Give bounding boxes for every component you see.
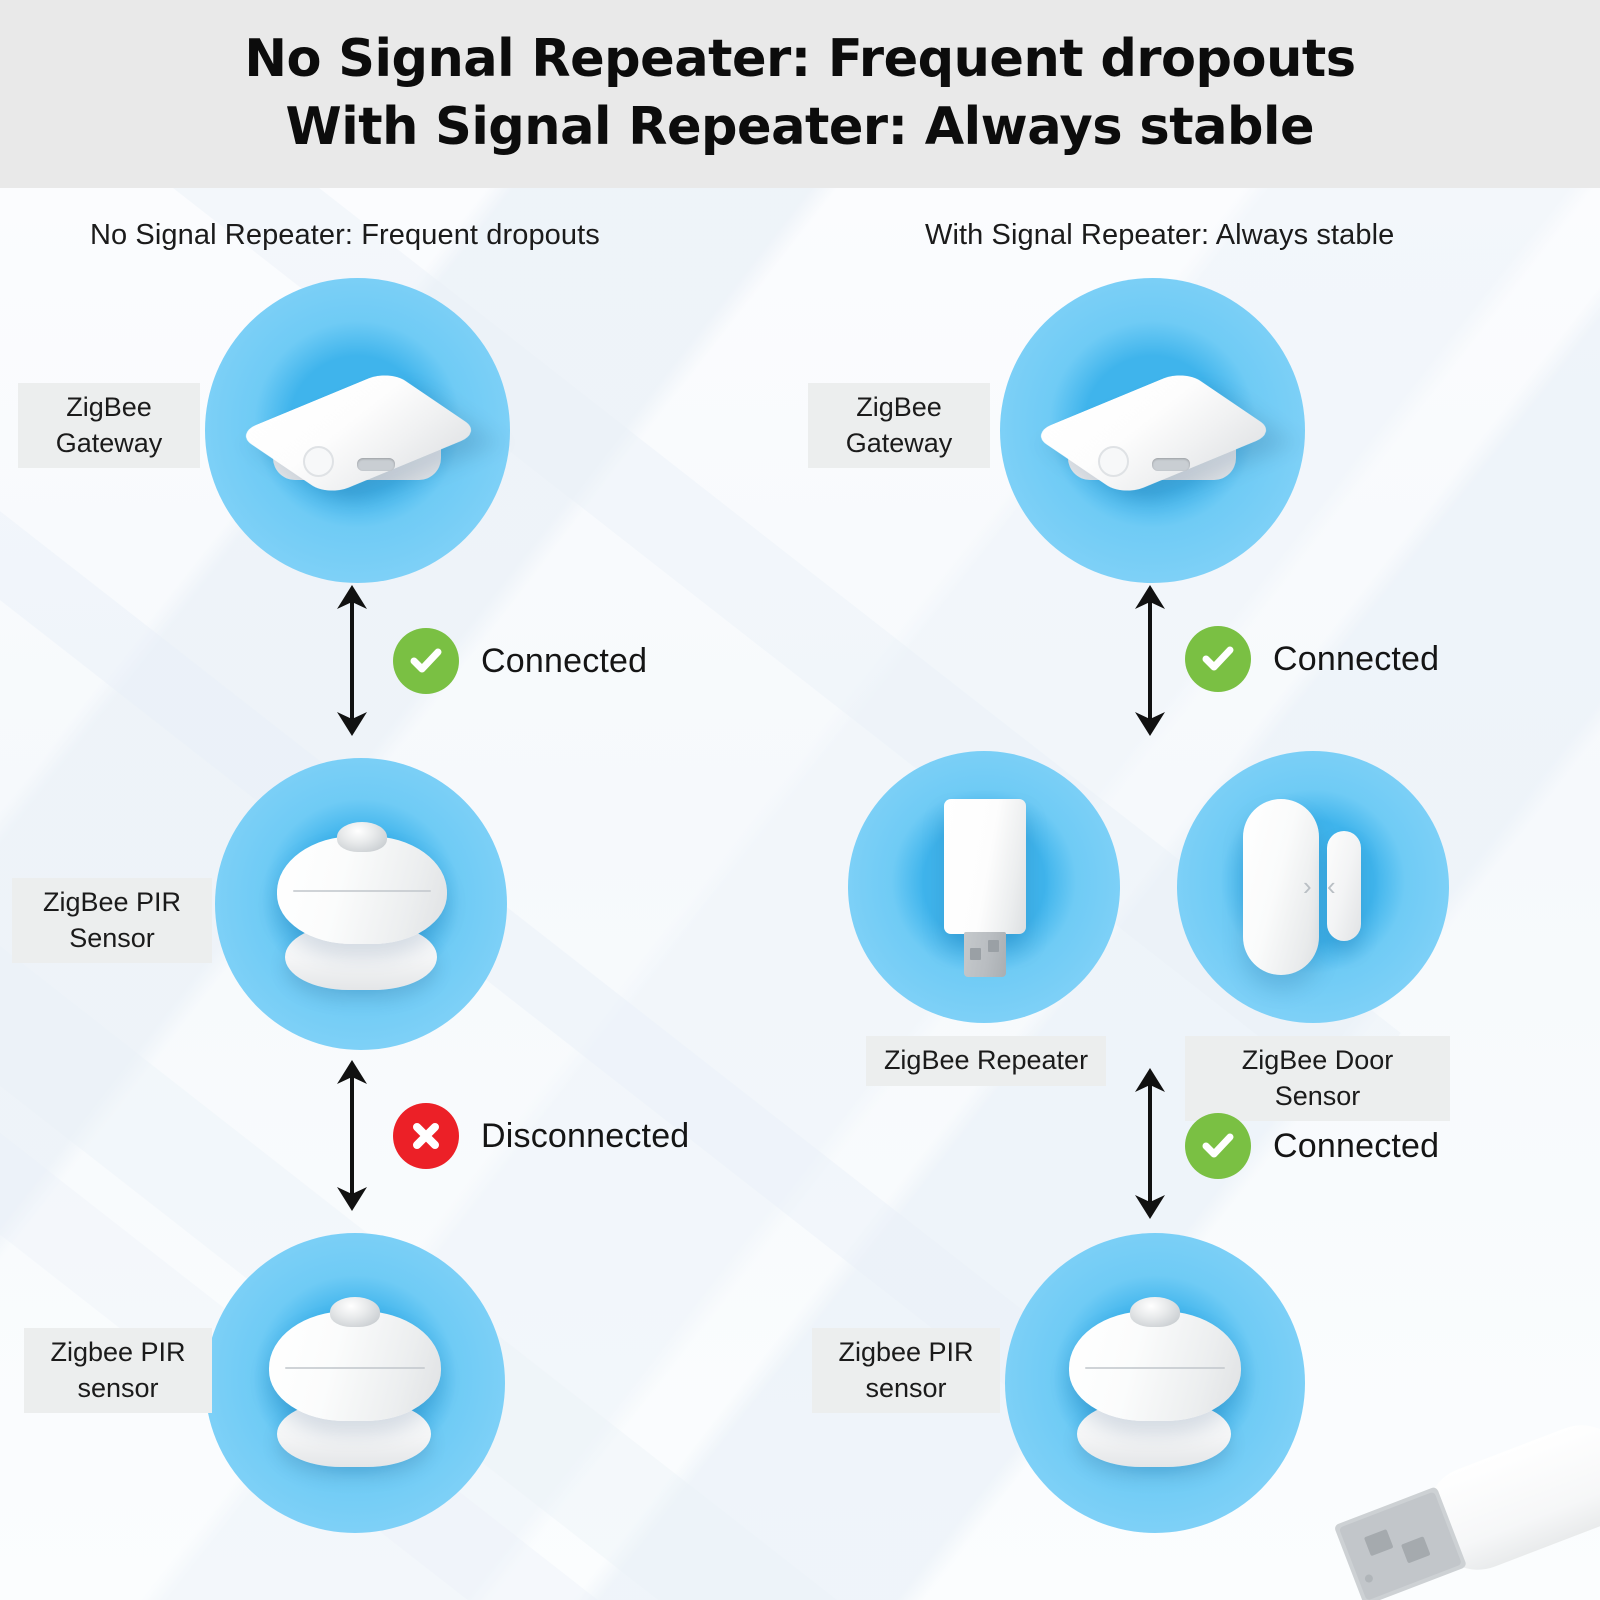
right-link-2-label: Connected	[1273, 1126, 1440, 1165]
right-repeater-label: ZigBee Repeater	[866, 1036, 1106, 1086]
check-circle-icon	[393, 628, 459, 694]
right-door-sensor-node[interactable]: › ‹	[1177, 751, 1449, 1023]
left-pir-bottom-label: Zigbee PIR sensor	[24, 1328, 212, 1414]
left-pir-top-label: ZigBee PIR Sensor	[12, 878, 212, 964]
gateway-body	[235, 369, 482, 497]
title-line-1: No Signal Repeater: Frequent dropouts	[244, 29, 1356, 90]
column-header-left: No Signal Repeater: Frequent dropouts	[90, 219, 600, 251]
usb-dongle-body	[944, 799, 1026, 934]
left-gateway-node[interactable]	[205, 278, 510, 583]
right-gateway-node[interactable]	[1000, 278, 1305, 583]
door-sensor-magnet-body	[1327, 831, 1361, 941]
gateway-body	[1030, 369, 1277, 497]
right-pir-bottom-node[interactable]	[1005, 1233, 1305, 1533]
pir-seam	[285, 1367, 425, 1369]
left-link-2-status: Disconnected	[393, 1103, 689, 1169]
pir-body	[269, 1311, 441, 1421]
right-link-1-arrow	[1120, 583, 1180, 738]
left-link-2-arrow	[322, 1058, 382, 1213]
zigbee-gateway-icon	[235, 358, 482, 508]
usb-repeater-icon	[944, 799, 1026, 983]
column-header-right: With Signal Repeater: Always stable	[925, 219, 1395, 251]
diagram-canvas: No Signal Repeater: Frequent dropouts Wi…	[0, 188, 1600, 1600]
left-gateway-label: ZigBee Gateway	[18, 383, 200, 469]
pir-body	[1069, 1311, 1241, 1421]
title-banner: No Signal Repeater: Frequent dropouts Wi…	[0, 0, 1600, 188]
left-pir-top-node[interactable]	[215, 758, 507, 1050]
usb-slot	[970, 948, 981, 960]
usb-plug-connector-icon	[964, 932, 1006, 977]
pir-sensor-icon	[1069, 1295, 1241, 1473]
left-link-1-status: Connected	[393, 628, 647, 694]
title-line-2: With Signal Repeater: Always stable	[285, 97, 1315, 157]
gateway-usb-port-icon	[357, 458, 395, 471]
pir-dome-lens-icon	[337, 822, 387, 852]
right-repeater-node[interactable]	[848, 751, 1120, 1023]
left-pir-bottom-node[interactable]	[205, 1233, 505, 1533]
usb-connector-icon	[1310, 1410, 1600, 1600]
pir-dome-lens-icon	[1130, 1297, 1180, 1327]
check-circle-icon	[1185, 1113, 1251, 1179]
pir-seam	[1085, 1367, 1225, 1369]
right-link-1-label: Connected	[1273, 639, 1440, 678]
gateway-button-icon	[303, 446, 334, 477]
door-sensor-align-mark-right: ›	[1303, 871, 1312, 901]
door-sensor-icon: › ‹	[1239, 793, 1387, 979]
door-sensor-align-mark-left: ‹	[1327, 871, 1336, 901]
left-link-1-label: Connected	[481, 641, 648, 680]
x-circle-icon	[393, 1103, 459, 1169]
door-sensor-main-body	[1243, 799, 1319, 975]
check-circle-icon	[1185, 626, 1251, 692]
left-link-2-label: Disconnected	[481, 1116, 690, 1155]
usb-slot	[988, 940, 999, 952]
pir-seam	[293, 890, 431, 892]
gateway-button-icon	[1098, 446, 1129, 477]
right-door-sensor-label: ZigBee Door Sensor	[1185, 1036, 1450, 1122]
right-link-2-arrow	[1120, 1066, 1180, 1221]
zigbee-gateway-icon	[1030, 358, 1277, 508]
right-gateway-label: ZigBee Gateway	[808, 383, 990, 469]
right-pir-bottom-label: Zigbee PIR sensor	[812, 1328, 1000, 1414]
gateway-usb-port-icon	[1152, 458, 1190, 471]
pir-dome-lens-icon	[330, 1297, 380, 1327]
right-link-1-status: Connected	[1185, 626, 1439, 692]
left-link-1-arrow	[322, 583, 382, 738]
pir-sensor-icon	[277, 820, 447, 995]
pir-sensor-icon	[269, 1295, 441, 1473]
right-link-2-status: Connected	[1185, 1113, 1439, 1179]
